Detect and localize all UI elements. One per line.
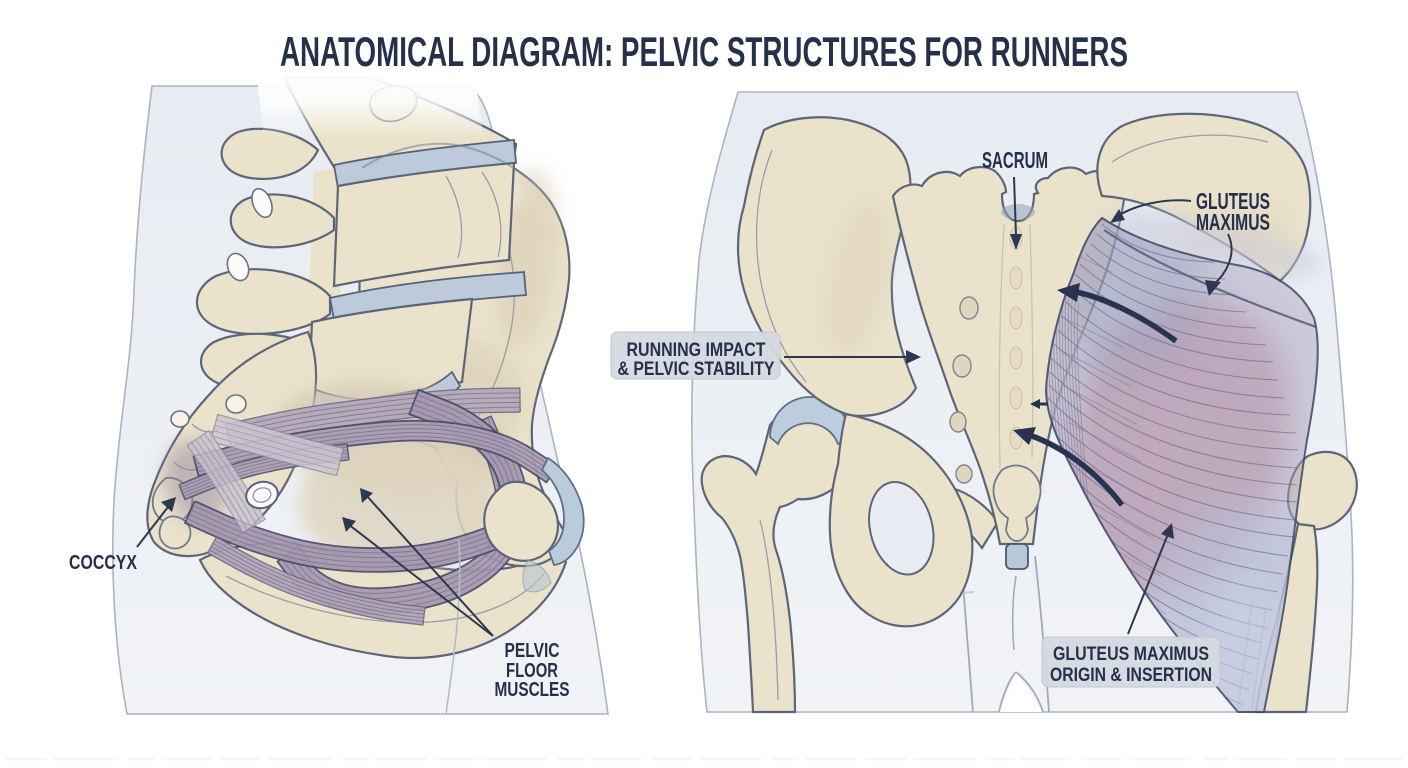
svg-text:& PELVIC STABILITY: & PELVIC STABILITY xyxy=(618,359,775,380)
svg-text:MUSCLES: MUSCLES xyxy=(495,679,570,701)
svg-text:ANATOMICAL DIAGRAM: PELVIC STR: ANATOMICAL DIAGRAM: PELVIC STRUCTURES FO… xyxy=(280,28,1128,75)
svg-text:MAXIMUS: MAXIMUS xyxy=(1196,209,1270,235)
svg-text:RUNNING IMPACT: RUNNING IMPACT xyxy=(627,340,766,361)
svg-text:COCCYX: COCCYX xyxy=(69,552,138,574)
svg-text:ORIGIN & INSERTION: ORIGIN & INSERTION xyxy=(1050,665,1212,686)
svg-text:FLOOR: FLOOR xyxy=(506,660,558,682)
svg-text:GLUTEUS: GLUTEUS xyxy=(1196,188,1270,214)
svg-text:GLUTEUS MAXIMUS: GLUTEUS MAXIMUS xyxy=(1053,644,1209,665)
svg-text:SACRUM: SACRUM xyxy=(982,147,1048,173)
svg-text:PELVIC: PELVIC xyxy=(505,640,560,662)
